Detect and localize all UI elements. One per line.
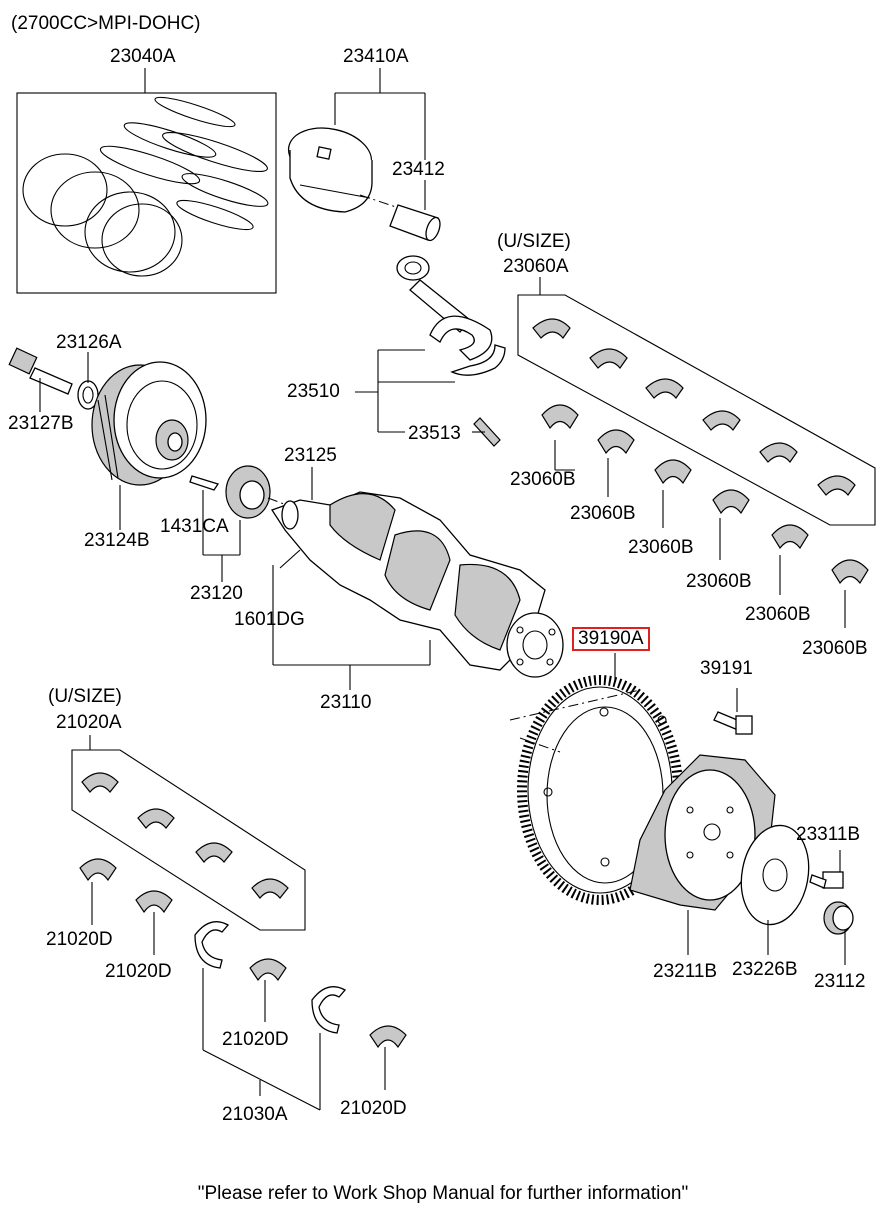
part-label-23226B[interactable]: 23226B — [732, 959, 798, 980]
part-label-23060A[interactable]: 23060A — [503, 256, 569, 277]
leader-lines — [39, 68, 846, 1111]
part-label-23060B-5[interactable]: 23060B — [745, 604, 811, 625]
part-label-23060B-2[interactable]: 23060B — [570, 503, 636, 524]
part-label-1601DG[interactable]: 1601DG — [234, 609, 305, 630]
piston — [287, 127, 441, 242]
footer-note: "Please refer to Work Shop Manual for fu… — [197, 1183, 689, 1204]
piston-ring-set — [16, 92, 277, 294]
bearing-shells-lower — [541, 404, 869, 585]
part-label-23125[interactable]: 23125 — [284, 445, 337, 466]
part-label-23110[interactable]: 23110 — [320, 692, 372, 713]
part-label-23412[interactable]: 23412 — [392, 159, 445, 180]
engine-spec-label: (2700CC>MPI-DOHC) — [11, 13, 201, 34]
part-label-21020D-4[interactable]: 21020D — [340, 1098, 407, 1119]
part-label-23513[interactable]: 23513 — [408, 423, 461, 444]
part-label-21020D-1[interactable]: 21020D — [46, 929, 113, 950]
pulley-bolt — [8, 347, 99, 410]
part-label-23410A[interactable]: 23410A — [343, 46, 409, 67]
thrust-washers — [194, 921, 347, 1034]
main-bearing-set — [71, 749, 306, 931]
pilot-bushing — [823, 901, 854, 935]
part-label-23112[interactable]: 23112 — [814, 971, 866, 992]
crankshaft-sprocket — [189, 465, 301, 519]
plate-bolt — [809, 871, 844, 889]
part-label-23120[interactable]: 23120 — [190, 583, 243, 604]
part-label-23124B[interactable]: 23124B — [84, 530, 150, 551]
connecting-rod — [396, 255, 506, 447]
part-label-23127B[interactable]: 23127B — [8, 413, 74, 434]
part-label-23040A[interactable]: 23040A — [110, 46, 176, 67]
part-label-21030A[interactable]: 21030A — [222, 1104, 288, 1125]
part-label-23311B[interactable]: 23311B — [796, 824, 861, 845]
part-label-23060B-4[interactable]: 23060B — [686, 571, 752, 592]
part-label-23211B[interactable]: 23211B — [653, 961, 718, 982]
part-label-1431CA[interactable]: 1431CA — [160, 516, 229, 537]
part-label-23060B-6[interactable]: 23060B — [802, 638, 868, 659]
part-label-23126A[interactable]: 23126A — [56, 332, 122, 353]
part-label-39191[interactable]: 39191 — [700, 658, 753, 679]
crankshaft-pulley — [91, 361, 207, 486]
part-label-21020A[interactable]: 21020A — [56, 712, 122, 733]
main-bearing-shells — [79, 858, 407, 1049]
undersize-label-upper: (U/SIZE) — [497, 231, 571, 252]
part-label-23060B-3[interactable]: 23060B — [628, 537, 694, 558]
crankshaft — [271, 491, 564, 678]
part-label-39190A-highlighted[interactable]: 39190A — [572, 627, 650, 651]
undersize-label-lower: (U/SIZE) — [48, 686, 122, 707]
part-label-21020D-3[interactable]: 21020D — [222, 1029, 289, 1050]
part-label-23060B-1[interactable]: 23060B — [510, 469, 576, 490]
part-label-23510[interactable]: 23510 — [287, 381, 340, 402]
drive-plate-bolt — [713, 711, 753, 735]
adapter-plate — [629, 754, 776, 911]
bearing-set-upper — [517, 294, 876, 526]
drive-plate-washer — [740, 824, 810, 926]
part-label-21020D-2[interactable]: 21020D — [105, 961, 172, 982]
